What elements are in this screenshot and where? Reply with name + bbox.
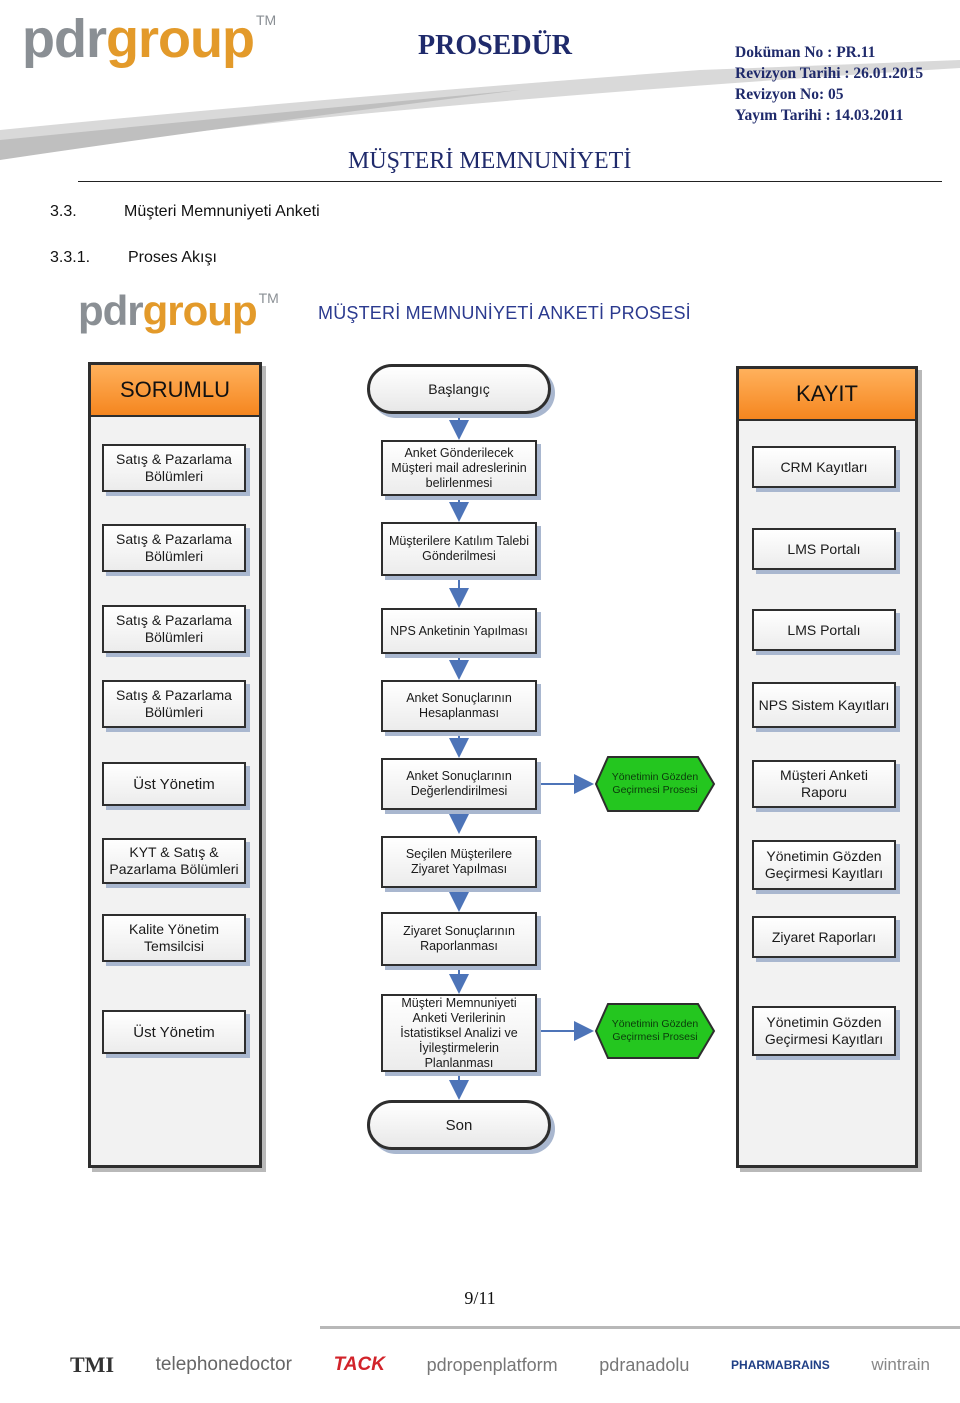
procedure-title: PROSEDÜR [418, 30, 573, 61]
process-step: Anket Sonuçlarının Değerlendirilmesi [381, 758, 537, 810]
subprocess-hexagon: Yönetimin Gözden Geçirmesi Prosesi [594, 1000, 716, 1062]
subprocess-label: Yönetimin Gözden Geçirmesi Prosesi [611, 1018, 699, 1043]
partner-logos: TMI telephonedoctor TACK pdropenplatform… [70, 1345, 930, 1385]
document-subtitle: MÜŞTERİ MEMNUNİYETİ [348, 148, 632, 174]
responsible-box: KYT & Satış & Pazarlama Bölümleri [102, 838, 246, 884]
process-step: Müşteri Memnuniyeti Anketi Verilerinin İ… [381, 994, 537, 1072]
process-step: Seçilen Müşterilere Ziyaret Yapılması [381, 836, 537, 888]
responsible-box: Satış & Pazarlama Bölümleri [102, 444, 246, 492]
partner-logo: TMI [70, 1352, 114, 1377]
responsible-box: Kalite Yönetim Temsilcisi [102, 914, 246, 962]
diagram-title: MÜŞTERİ MEMNUNİYETİ ANKETİ PROSESİ [318, 303, 691, 323]
header-swoosh-graphic [0, 60, 960, 160]
end-terminal: Son [367, 1100, 551, 1150]
page-number: 9/11 [464, 1288, 496, 1308]
responsible-box: Satış & Pazarlama Bölümleri [102, 524, 246, 572]
record-box: NPS Sistem Kayıtları [752, 682, 896, 728]
partner-logo: PHARMABRAINS [731, 1358, 830, 1372]
process-step: NPS Anketinin Yapılması [381, 608, 537, 654]
record-box: Yönetimin Gözden Geçirmesi Kayıtları [752, 840, 896, 890]
start-terminal: Başlangıç [367, 364, 551, 414]
lane-responsible-header: SORUMLU [91, 365, 259, 417]
lane-record-header: KAYIT [739, 369, 915, 421]
header-divider [78, 181, 942, 182]
responsible-box: Üst Yönetim [102, 1010, 246, 1054]
process-step: Anket Sonuçlarının Hesaplanması [381, 680, 537, 732]
subprocess-hexagon: Yönetimin Gözden Geçirmesi Prosesi [594, 753, 716, 815]
record-box: Müşteri Anketi Raporu [752, 760, 896, 808]
responsible-box: Satış & Pazarlama Bölümleri [102, 605, 246, 653]
doc-number: Doküman No : PR.11 [735, 44, 876, 61]
partner-logo: TACK [333, 1354, 385, 1375]
section-heading: 3.3.Müşteri Memnuniyeti Anketi [50, 203, 320, 220]
partner-logo: pdropenplatform [426, 1354, 558, 1375]
process-step: Ziyaret Sonuçlarının Raporlanması [381, 912, 537, 966]
partner-logo: wintrain [871, 1355, 930, 1374]
partner-logo: telephonedoctor [155, 1354, 292, 1375]
record-box: CRM Kayıtları [752, 446, 896, 488]
record-box: Ziyaret Raporları [752, 916, 896, 958]
document-meta: Doküman No : PR.11 Revizyon Tarihi : 26.… [735, 42, 923, 126]
revision-number: Revizyon No: 05 [735, 86, 844, 103]
revision-date: Revizyon Tarihi : 26.01.2015 [735, 65, 924, 82]
subsection-heading: 3.3.1.Proses Akışı [50, 249, 217, 266]
footer-divider [320, 1326, 960, 1329]
record-box: LMS Portalı [752, 609, 896, 651]
subprocess-label: Yönetimin Gözden Geçirmesi Prosesi [611, 771, 699, 796]
record-box: Yönetimin Gözden Geçirmesi Kayıtları [752, 1006, 896, 1056]
responsible-box: Üst Yönetim [102, 762, 246, 806]
record-box: LMS Portalı [752, 528, 896, 570]
partner-logo: pdranadolu [599, 1354, 690, 1375]
process-step: Anket Gönderilecek Müşteri mail adresler… [381, 440, 537, 496]
responsible-box: Satış & Pazarlama Bölümleri [102, 680, 246, 728]
publish-date: Yayım Tarihi : 14.03.2011 [735, 107, 904, 124]
process-step: Müşterilere Katılım Talebi Gönderilmesi [381, 522, 537, 576]
